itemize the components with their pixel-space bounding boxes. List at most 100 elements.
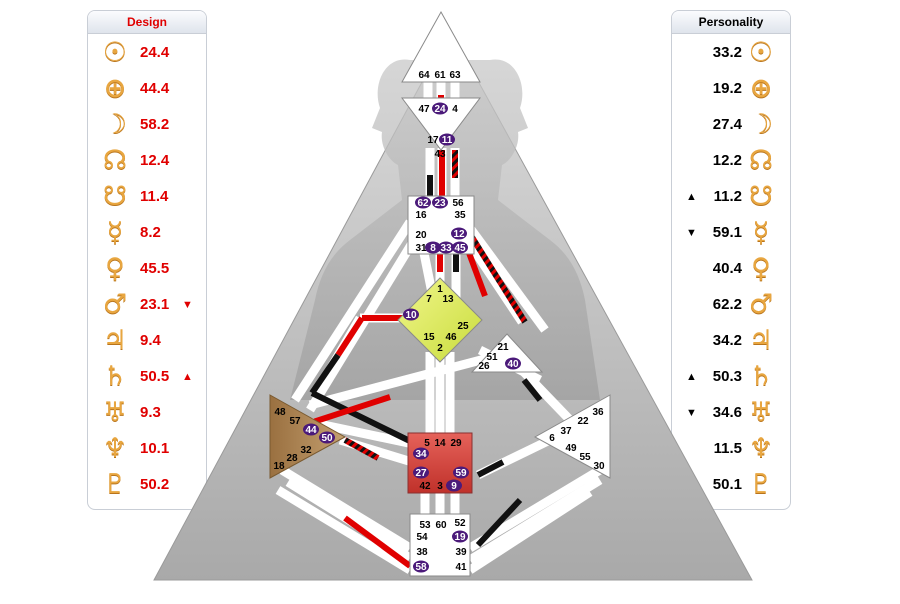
gate-20: 20 — [415, 230, 427, 241]
gate-number: 59 — [455, 468, 467, 479]
planet-value: 24.4 — [140, 44, 170, 61]
personality-panel: Personality ☉33.2⊕19.2☽27.4☊12.2☋11.2▲☿5… — [671, 10, 791, 510]
planet-value: 34.6 — [712, 404, 742, 421]
gate-number: 3 — [437, 481, 443, 492]
uranus-icon: ♅ — [748, 397, 774, 428]
gate-22: 22 — [577, 416, 589, 427]
gate-15: 15 — [423, 332, 435, 343]
jupiter-icon: ♃ — [102, 325, 128, 356]
gate-14: 14 — [434, 438, 446, 449]
sun-icon: ☉ — [102, 37, 128, 68]
mars-icon: ♂ — [748, 289, 774, 320]
planet-row: ☉ 24.4 — [88, 35, 206, 71]
gate-number: 39 — [455, 547, 467, 558]
gate-62: 62 — [415, 196, 431, 209]
gate-36: 36 — [592, 407, 604, 418]
gate-49: 49 — [565, 443, 577, 454]
gate-number: 4 — [452, 104, 458, 115]
gate-number: 49 — [565, 443, 577, 454]
active-gate-marker — [432, 102, 448, 115]
g-center — [397, 277, 483, 363]
planet-value: 50.5 — [140, 368, 170, 385]
gate-number: 26 — [478, 361, 490, 372]
planet-row: ☉33.2 — [672, 35, 790, 71]
gate-number: 30 — [593, 461, 605, 472]
gate-number: 22 — [577, 416, 589, 427]
active-gate-marker — [439, 133, 455, 146]
gate-number: 28 — [286, 453, 298, 464]
planet-row: ⊕44.4 — [88, 71, 206, 107]
gate-19: 19 — [452, 530, 468, 543]
gate-number: 18 — [273, 461, 285, 472]
gate-number: 51 — [486, 352, 498, 363]
exalted-arrow-icon: ▲ — [182, 371, 193, 383]
gate-3: 3 — [437, 481, 443, 492]
planet-value: 45.5 — [140, 260, 170, 277]
gate-16: 16 — [415, 210, 427, 221]
planet-row: ♂62.2 — [672, 287, 790, 323]
earth-icon: ⊕ — [103, 73, 127, 104]
active-gate-marker — [452, 530, 468, 543]
gate-number: 48 — [274, 407, 286, 418]
gate-53: 53 — [419, 520, 431, 531]
pluto-icon: ♇ — [748, 469, 774, 500]
planet-row: ♃ 34.2 — [672, 323, 790, 359]
gate-number: 8 — [430, 243, 436, 254]
planet-value: 27.4 — [712, 116, 742, 133]
gate-34: 34 — [413, 447, 429, 460]
planet-row: ♃9.4 — [88, 323, 206, 359]
gate-4: 4 — [452, 104, 458, 115]
south-node-icon: ☋ — [749, 181, 773, 212]
gate-number: 23 — [434, 198, 446, 209]
gate-10: 10 — [403, 308, 419, 321]
gate-number: 5 — [424, 438, 430, 449]
design-title: Design — [88, 11, 206, 34]
planet-row: ☽27.4 — [672, 107, 790, 143]
gate-38: 38 — [416, 547, 428, 558]
ajna-center — [401, 97, 481, 151]
planet-value: 50.3 — [712, 368, 742, 385]
planet-value: 34.2 — [712, 332, 742, 349]
planet-row: ♄50.3▲ — [672, 359, 790, 395]
gate-1: 1 — [437, 284, 443, 295]
design-planet-list: ☉24.4⊕44.4☽58.2☊12.4☋11.4☿8.2♀45.5♂23.1▼… — [88, 35, 206, 503]
active-gate-marker — [453, 466, 469, 479]
gate-number: 64 — [418, 70, 430, 81]
active-gate-marker — [303, 423, 319, 436]
moon-icon: ☽ — [102, 109, 128, 140]
planet-value: 58.2 — [140, 116, 170, 133]
gate-41: 41 — [455, 562, 467, 573]
gate-28: 28 — [286, 453, 298, 464]
planet-value: 50.2 — [140, 476, 170, 493]
planet-row: ♄50.5▲ — [88, 359, 206, 395]
jupiter-icon: ♃ — [748, 325, 774, 356]
exalted-arrow-icon: ▲ — [686, 191, 697, 203]
gate-number: 11 — [442, 135, 453, 146]
sacral-center — [407, 432, 473, 494]
gate-43: 43 — [434, 149, 446, 160]
gate-42: 42 — [419, 481, 431, 492]
gate-21: 21 — [497, 342, 509, 353]
planet-value: 11.2 — [713, 188, 742, 205]
gate-59: 59 — [453, 466, 469, 479]
planet-row: ♅34.6▼ — [672, 395, 790, 431]
planet-row: ☿59.1▼ — [672, 215, 790, 251]
gate-number: 15 — [423, 332, 435, 343]
mercury-icon: ☿ — [106, 217, 124, 248]
planet-value: 59.1 — [712, 224, 742, 241]
gate-number: 62 — [417, 198, 429, 209]
planet-row: ♇50.2 — [88, 467, 206, 503]
detriment-arrow-icon: ▼ — [182, 299, 193, 311]
gate-33: 33 — [438, 241, 454, 254]
gate-number: 52 — [454, 518, 466, 529]
solar-plexus-center — [533, 394, 611, 479]
uranus-icon: ♅ — [102, 397, 128, 428]
gate-number: 42 — [419, 481, 431, 492]
gate-27: 27 — [413, 466, 429, 479]
planet-row: ☋11.4 — [88, 179, 206, 215]
saturn-icon: ♄ — [748, 361, 774, 392]
planet-value: 10.1 — [140, 440, 170, 457]
gate-number: 6 — [549, 433, 555, 444]
planet-row: ♀40.4 — [672, 251, 790, 287]
